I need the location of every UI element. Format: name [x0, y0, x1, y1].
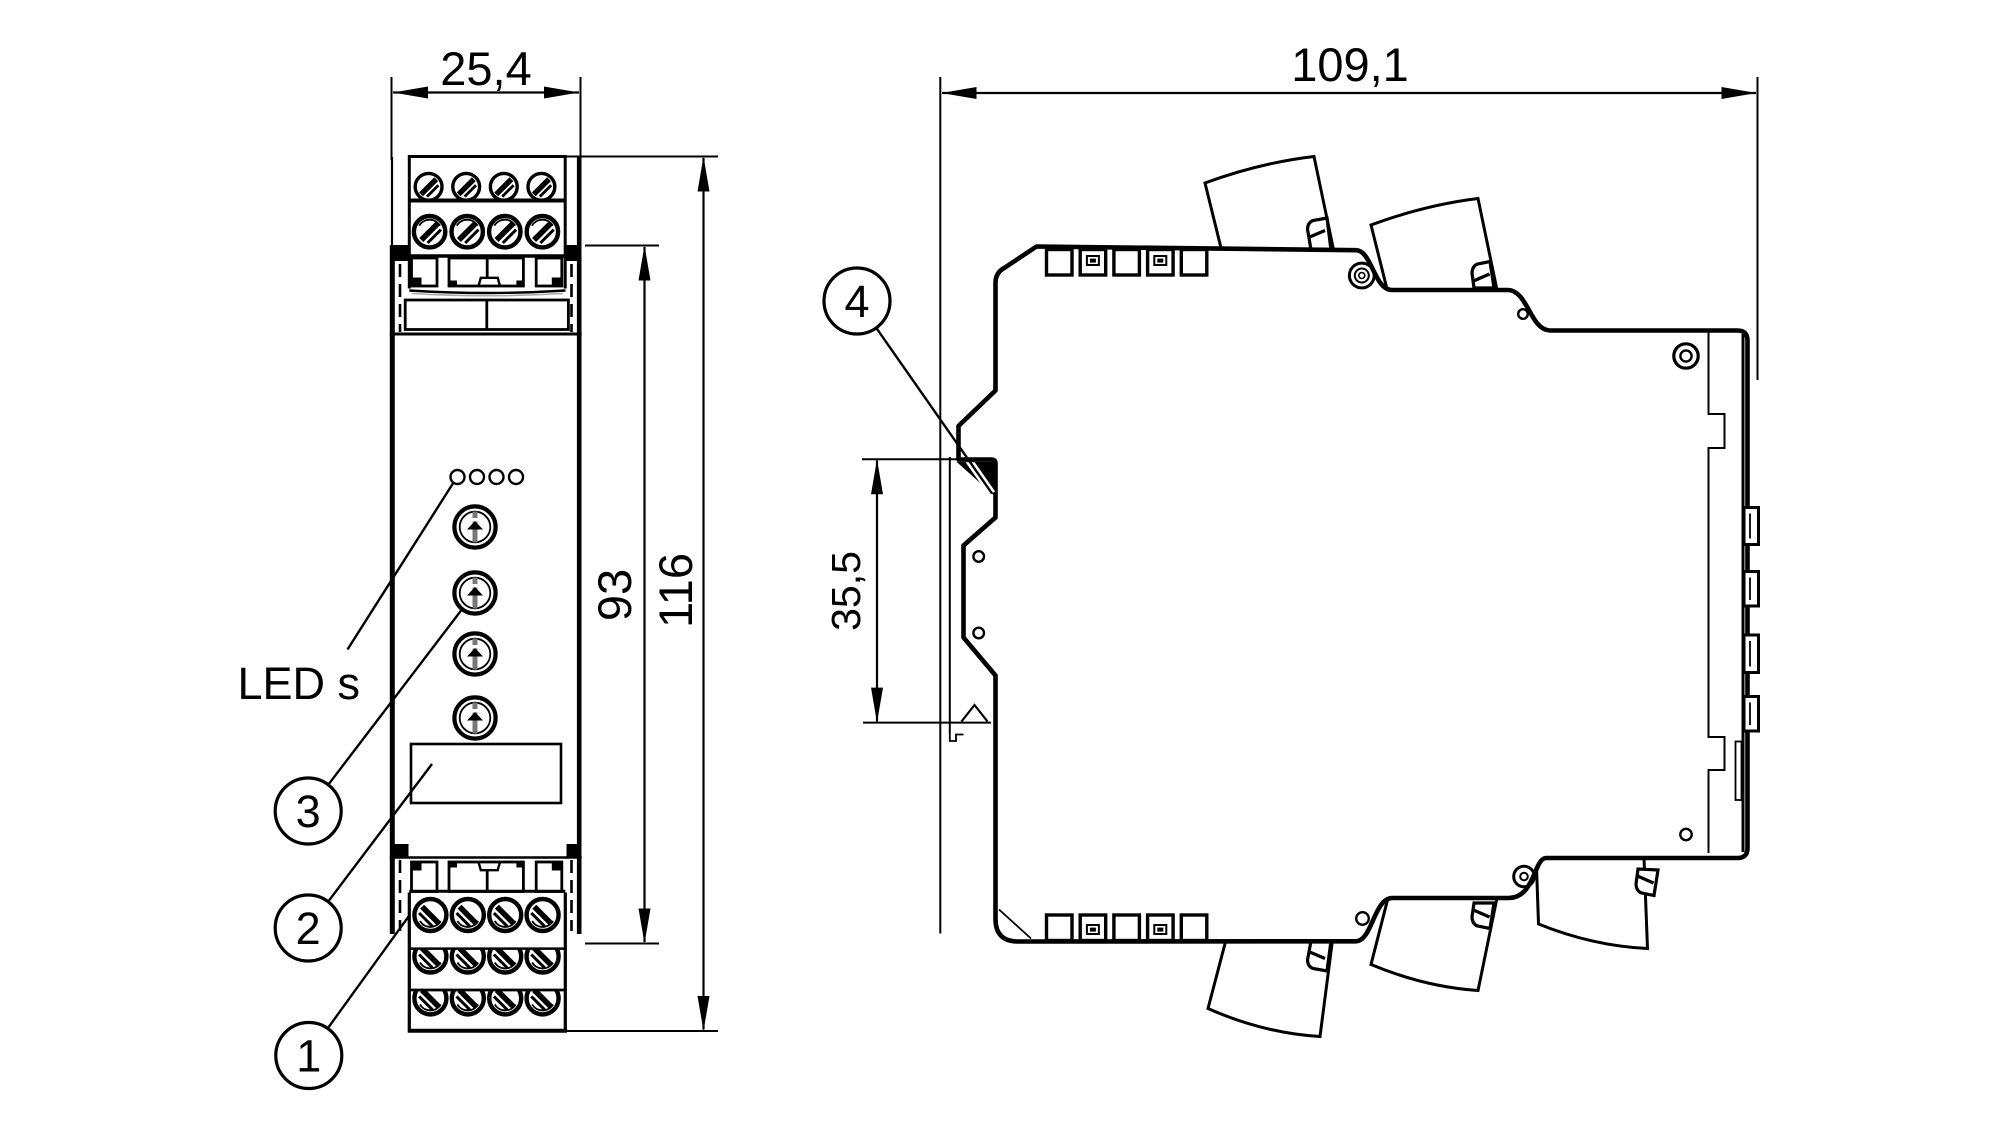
svg-text:25,4: 25,4	[440, 42, 531, 95]
svg-text:3: 3	[296, 786, 321, 837]
svg-text:2: 2	[296, 903, 321, 954]
svg-text:35,5: 35,5	[823, 551, 869, 631]
svg-text:109,1: 109,1	[1291, 38, 1409, 91]
svg-text:1: 1	[296, 1031, 321, 1082]
svg-text:LED s: LED s	[238, 658, 361, 709]
svg-text:4: 4	[844, 276, 869, 327]
svg-text:116: 116	[649, 553, 702, 628]
svg-text:93: 93	[588, 569, 641, 621]
